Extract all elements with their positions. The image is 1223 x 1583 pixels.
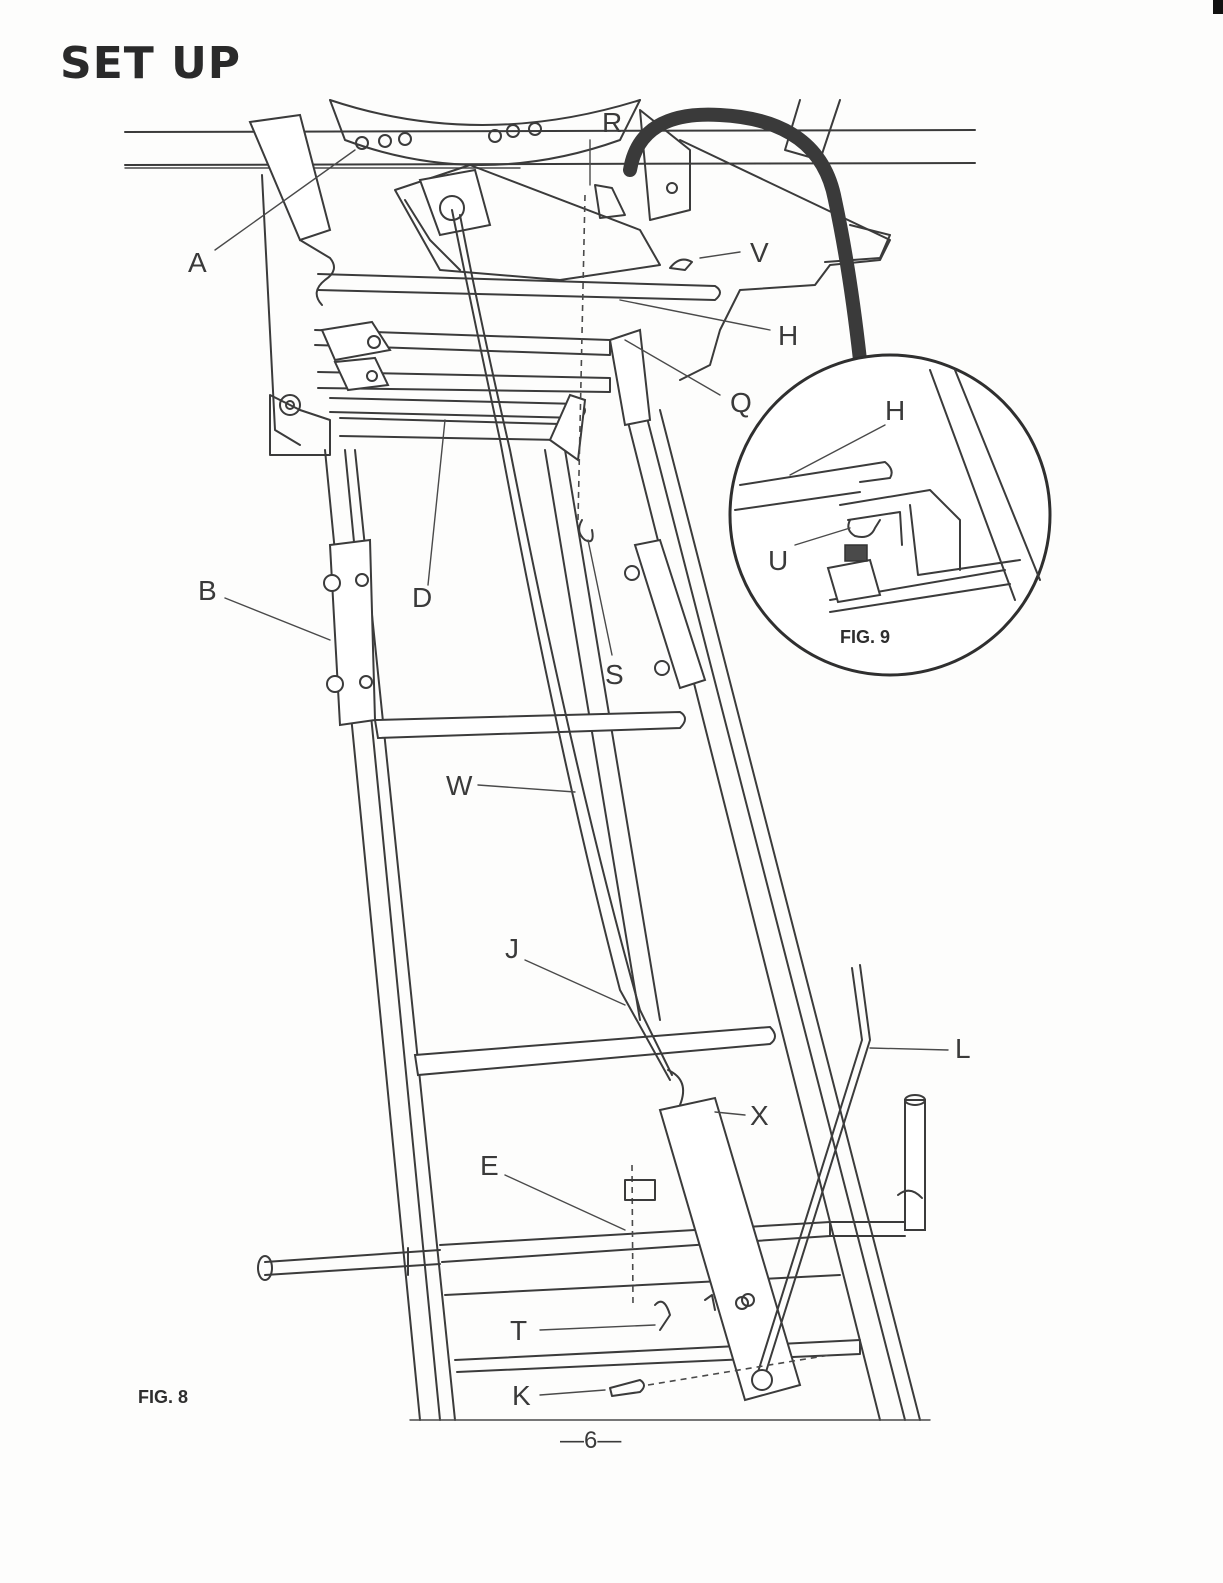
label-r: R	[602, 107, 622, 138]
figure-caption-8: FIG. 8	[138, 1387, 188, 1407]
label-q: Q	[730, 387, 752, 418]
label-t: T	[510, 1315, 527, 1346]
label-k: K	[512, 1380, 531, 1411]
figure-caption-9: FIG. 9	[840, 627, 890, 647]
label-l: L	[955, 1033, 971, 1064]
label-d: D	[412, 582, 432, 613]
label-x: X	[750, 1100, 769, 1131]
hitch-cross-bars	[270, 274, 720, 455]
hydraulic-hose	[630, 115, 860, 360]
label-e: E	[480, 1150, 499, 1181]
label-u: U	[768, 545, 788, 576]
crank-handle	[830, 1095, 925, 1236]
label-v: V	[750, 237, 769, 268]
lift-arm-x	[660, 1070, 800, 1400]
pin-v	[670, 260, 692, 270]
label-a: A	[188, 247, 207, 278]
label-b: B	[198, 575, 217, 606]
left-shaft	[258, 1248, 440, 1280]
label-h-fig9: H	[885, 395, 905, 426]
label-j: J	[505, 933, 519, 964]
label-s: S	[605, 659, 624, 690]
label-w: W	[446, 770, 473, 801]
page-number: —6—	[560, 1427, 621, 1454]
label-h: H	[778, 320, 798, 351]
